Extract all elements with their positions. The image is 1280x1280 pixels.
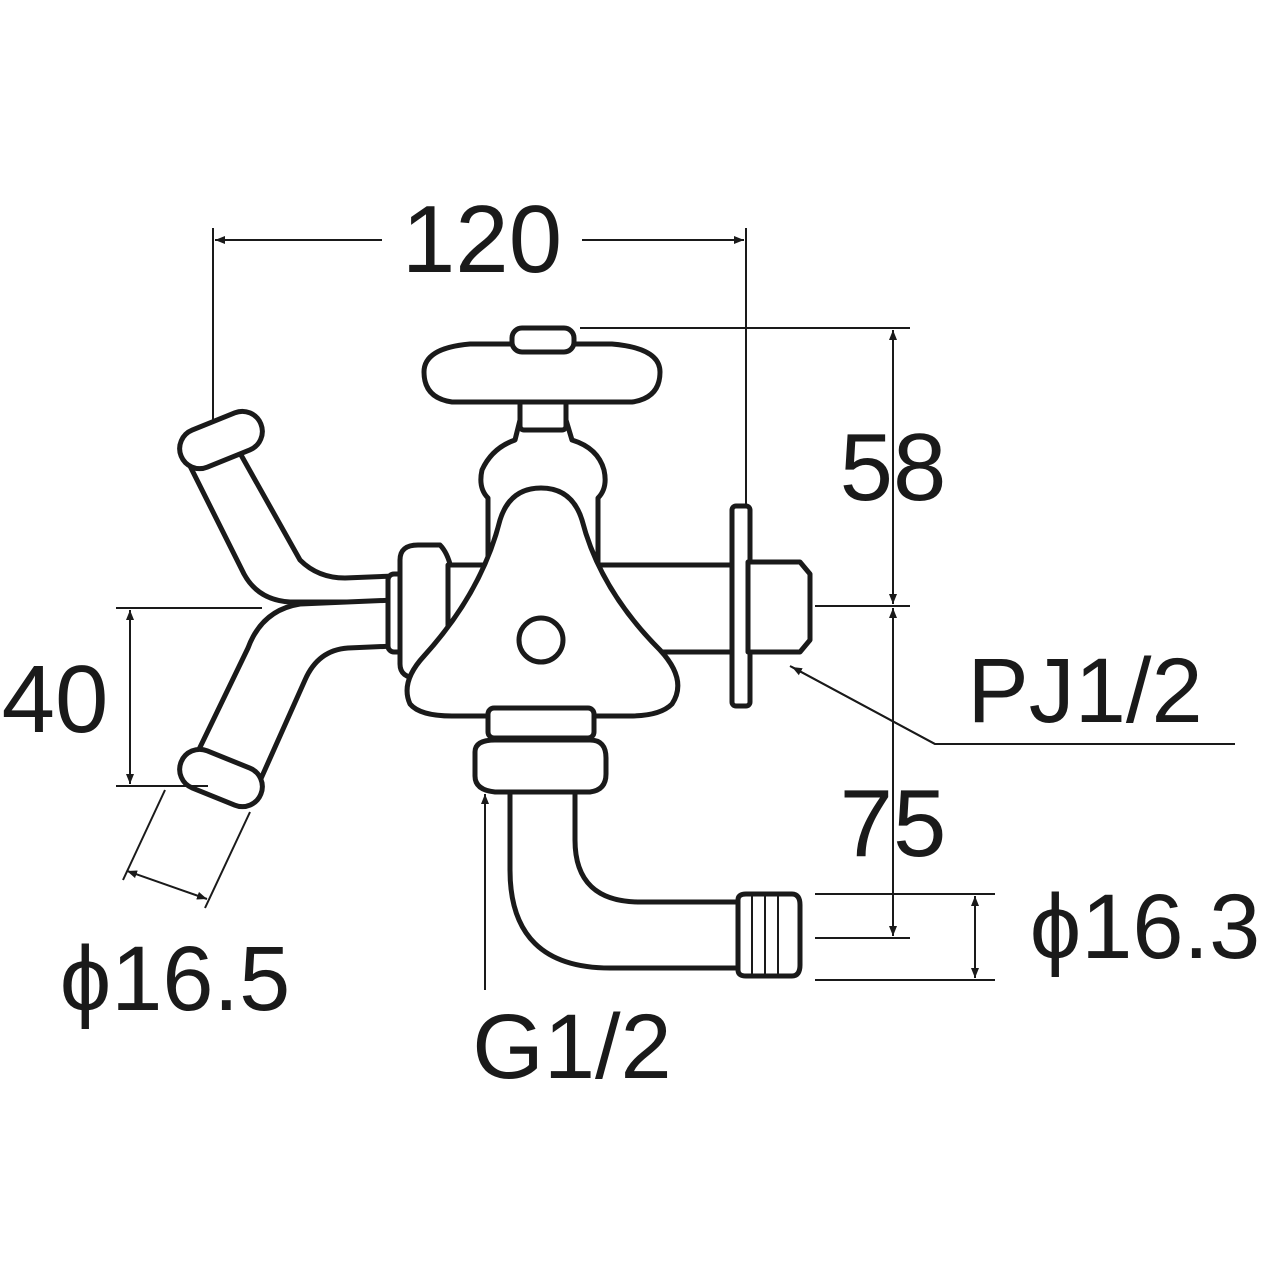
dim-height-above: 58 [840,414,947,521]
lower-hose-spout [177,597,398,810]
dim-height-below: 75 [840,770,947,877]
upper-hose-nozzle [177,408,398,605]
star-handle [404,485,681,719]
dim-inlet-thread: G1/2 [472,996,671,1098]
dimension-labels: 120 58 75 40 ϕ16.5 ϕ16.3 PJ1/2 G1/2 [2,186,1261,1098]
inlet-elbow [472,705,803,979]
dim-hose-end-left: ϕ16.5 [60,928,291,1030]
top-handle [421,325,663,405]
dim-overall-width: 120 [402,186,562,293]
dim-branch-spacing: 40 [2,646,109,753]
dim-outlet-thread: PJ1/2 [967,640,1202,742]
faucet-illustration [177,325,813,979]
dimension-lines [116,228,1235,990]
dim-hose-end-bottom: ϕ16.3 [1030,876,1261,978]
